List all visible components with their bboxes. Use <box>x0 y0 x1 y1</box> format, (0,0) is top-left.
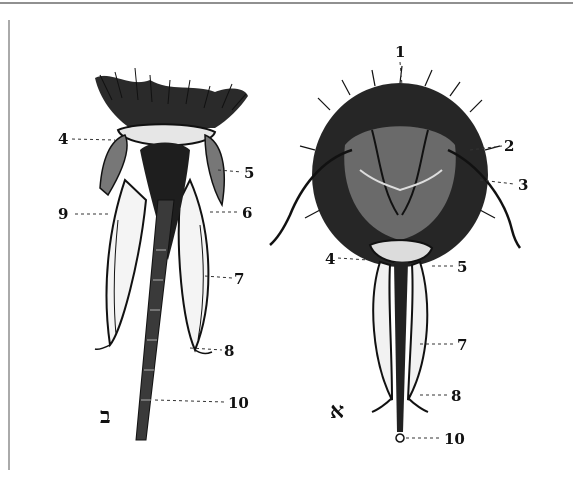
left-label-10: 10 <box>228 394 249 412</box>
left-panel-letter: ב <box>100 403 111 429</box>
left-specimen-drawing <box>95 68 248 440</box>
left-label-9: 9 <box>58 205 68 223</box>
right-label-1: 1 <box>395 43 405 61</box>
right-specimen-drawing <box>270 66 520 442</box>
right-label-7: 7 <box>457 336 467 354</box>
left-label-6: 6 <box>242 204 252 222</box>
right-label-4: 4 <box>325 250 335 268</box>
left-label-4: 4 <box>58 130 68 148</box>
right-label-8: 8 <box>451 387 461 405</box>
left-label-5: 5 <box>244 164 254 182</box>
left-label-8: 8 <box>224 342 234 360</box>
left-label-7: 7 <box>234 270 244 288</box>
right-label-10: 10 <box>444 430 465 448</box>
right-label-3: 3 <box>518 176 528 194</box>
right-label-2: 2 <box>504 137 514 155</box>
right-label-5: 5 <box>457 258 467 276</box>
right-panel-letter: א <box>330 398 344 424</box>
